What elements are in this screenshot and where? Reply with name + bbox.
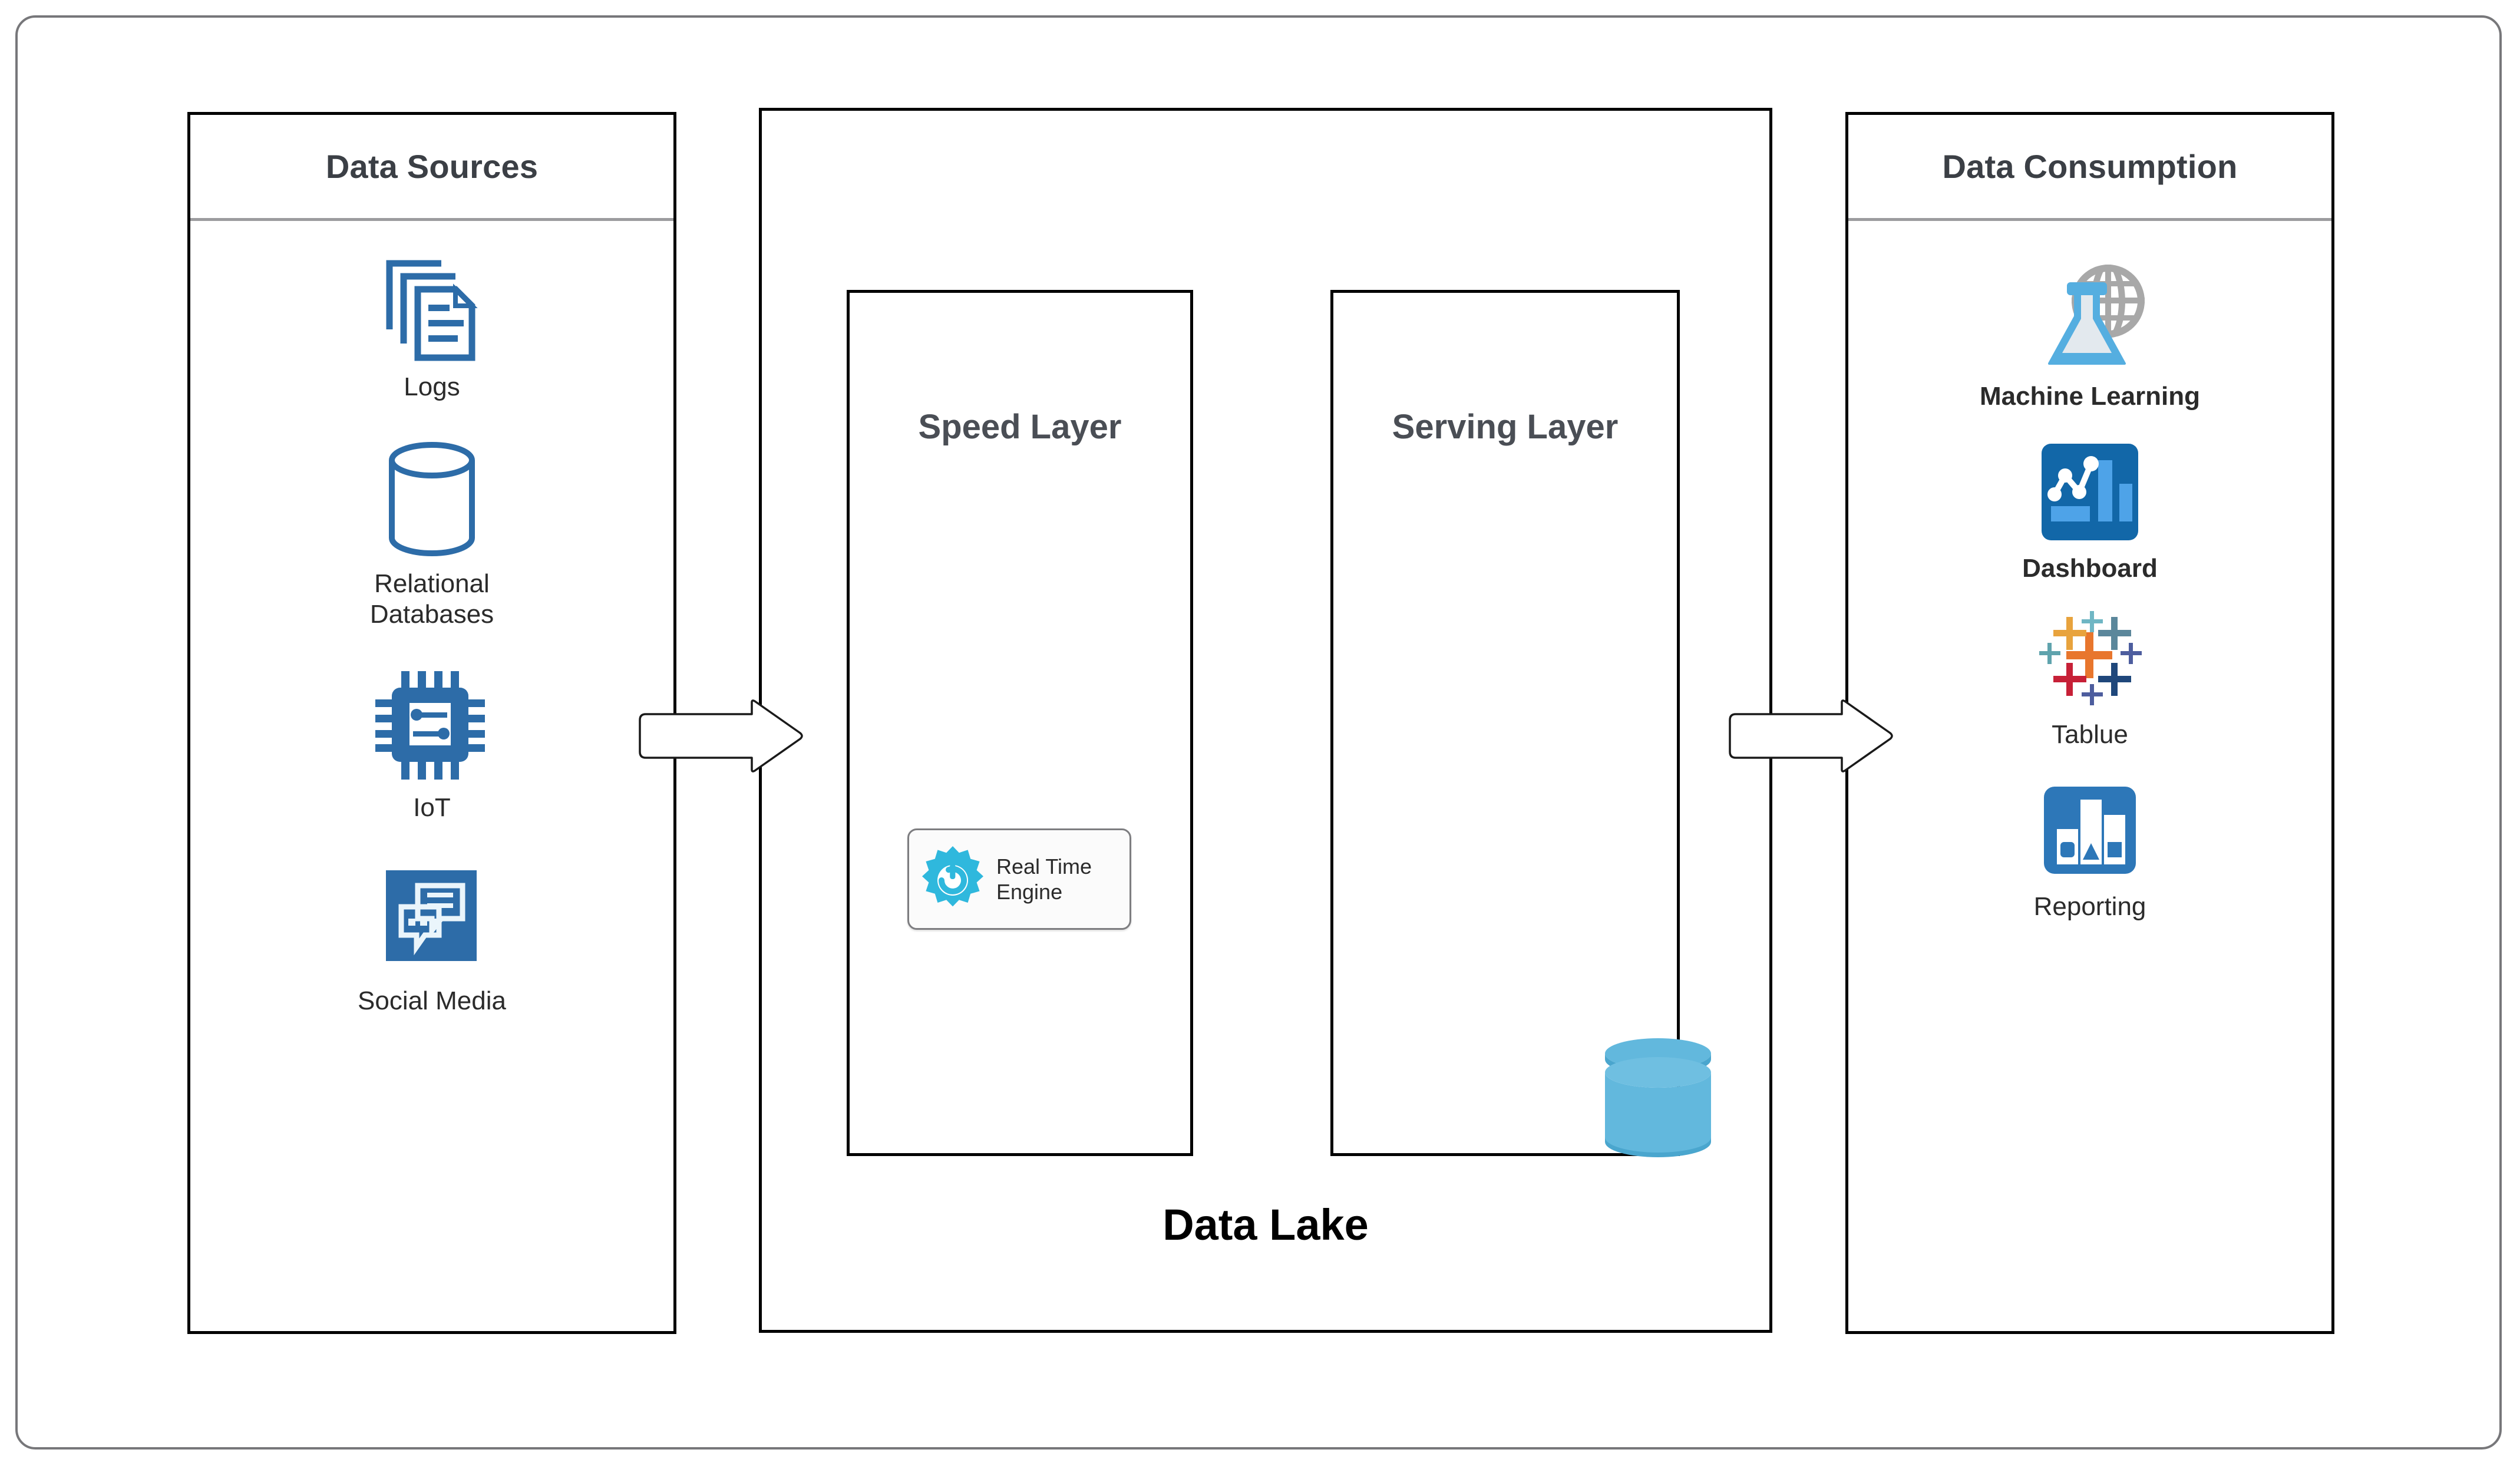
documents-icon bbox=[373, 252, 491, 364]
consumption-item-machine-learning[interactable]: Machine Learning bbox=[1980, 255, 2200, 412]
consumption-item-reporting[interactable]: Reporting bbox=[2034, 777, 2146, 922]
gear-power-icon bbox=[915, 841, 990, 917]
speed-layer-box: Speed Layer bbox=[847, 290, 1193, 1156]
data-lake-title: Data Lake bbox=[1162, 1200, 1369, 1249]
consumption-label-reporting: Reporting bbox=[2033, 892, 2146, 921]
source-label-iot: IoT bbox=[413, 793, 451, 822]
source-item-social-media[interactable]: Social Media bbox=[358, 860, 506, 1016]
real-time-engine-box[interactable]: Real Time Engine bbox=[907, 828, 1131, 930]
consumption-label-dashboard: Dashboard bbox=[2022, 553, 2158, 583]
data-sources-panel: Data Sources bbox=[187, 112, 676, 1334]
data-sources-items: Logs Relational Databases bbox=[190, 221, 673, 1331]
arrow-sources-to-lake bbox=[636, 699, 805, 773]
speed-layer-title: Speed Layer bbox=[918, 408, 1122, 446]
real-time-engine-label: Real Time Engine bbox=[996, 854, 1092, 904]
data-consumption-title: Data Consumption bbox=[1942, 148, 2238, 185]
flask-globe-icon bbox=[2028, 255, 2152, 373]
data-sources-title: Data Sources bbox=[325, 148, 539, 185]
source-item-relational-databases[interactable]: Relational Databases bbox=[370, 439, 494, 630]
dashboard-chart-icon bbox=[2037, 439, 2143, 545]
source-label-social-media: Social Media bbox=[358, 986, 506, 1015]
bar-report-icon bbox=[2037, 777, 2143, 883]
data-lake-panel: Speed Layer Serving Layer bbox=[759, 108, 1772, 1333]
database-cylinder-icon bbox=[373, 439, 491, 560]
serving-layer-title: Serving Layer bbox=[1392, 408, 1619, 446]
chat-bubbles-icon bbox=[373, 860, 491, 978]
data-consumption-panel: Data Consumption bbox=[1845, 112, 2334, 1334]
consumption-label-tablue: Tablue bbox=[2052, 719, 2128, 749]
serving-layer-box: Serving Layer bbox=[1330, 290, 1680, 1156]
data-consumption-items: Machine Learning bbox=[1848, 221, 2331, 1331]
cylinder-datastore-icon bbox=[1600, 1038, 1716, 1165]
consumption-label-machine-learning: Machine Learning bbox=[1979, 382, 2201, 411]
data-consumption-header: Data Consumption bbox=[1848, 115, 2331, 221]
consumption-item-tablue[interactable]: Tablue bbox=[2037, 610, 2143, 750]
source-item-logs[interactable]: Logs bbox=[373, 252, 491, 402]
source-item-iot[interactable]: IoT bbox=[371, 666, 493, 823]
source-label-relational-databases: Relational Databases bbox=[369, 569, 494, 629]
chip-icon bbox=[371, 666, 493, 784]
consumption-item-dashboard[interactable]: Dashboard bbox=[2022, 439, 2158, 584]
source-label-logs: Logs bbox=[404, 372, 460, 401]
tableau-plus-icon bbox=[2037, 610, 2143, 711]
data-sources-header: Data Sources bbox=[190, 115, 673, 221]
arrow-lake-to-consumption bbox=[1726, 699, 1895, 773]
